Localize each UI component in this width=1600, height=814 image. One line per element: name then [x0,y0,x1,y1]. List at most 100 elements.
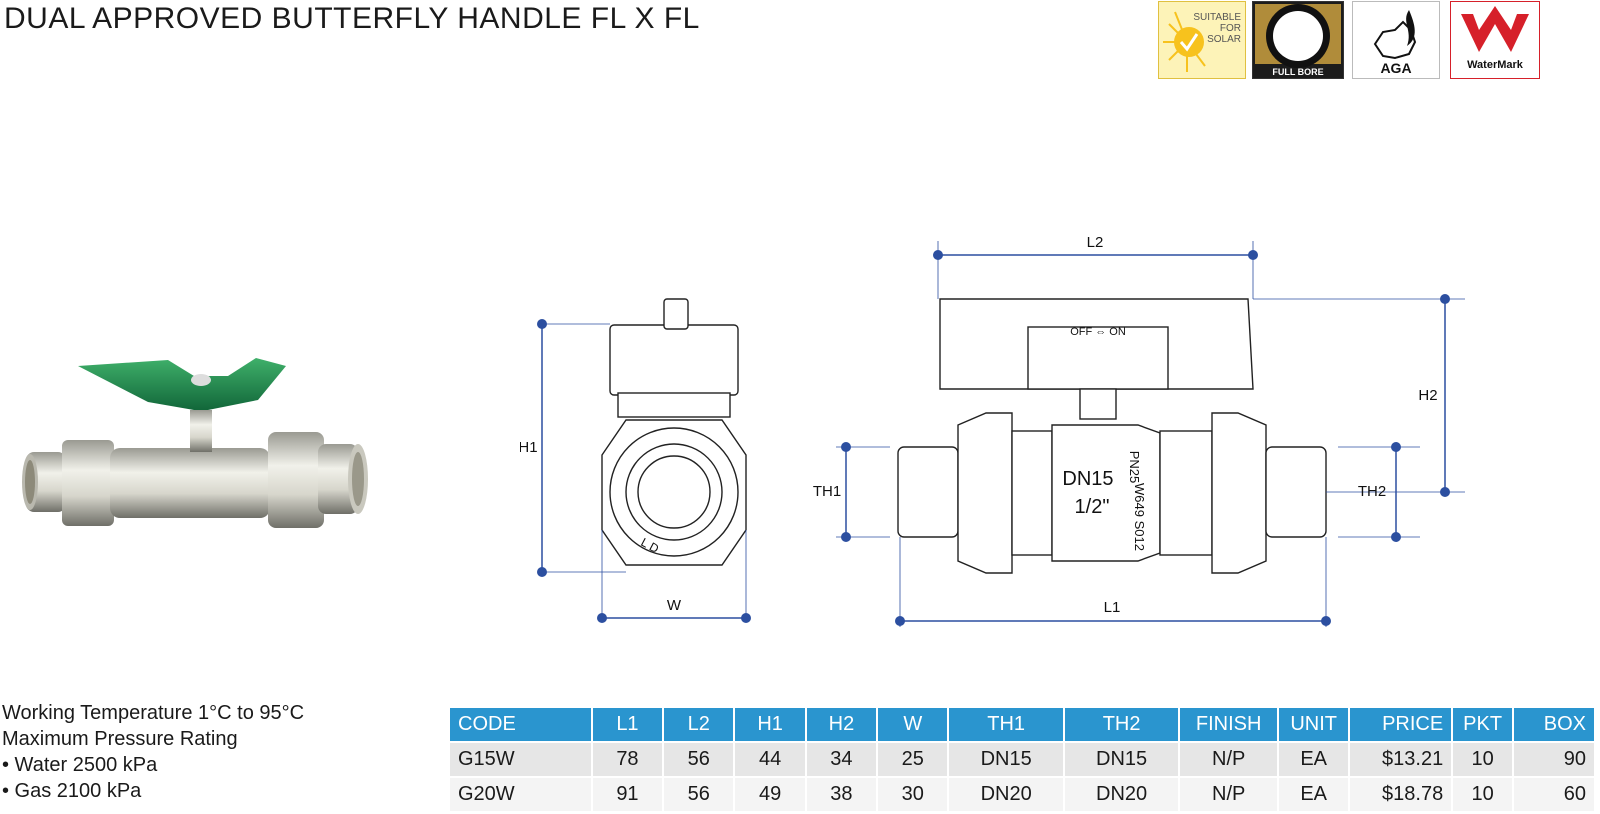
h1-bottom-dot [537,567,547,577]
cell-w: 25 [878,743,948,776]
cell-l1: 91 [592,778,663,811]
th2-label: TH2 [1358,483,1386,500]
l1-right-dot [1321,616,1331,626]
cell-price: $18.78 [1350,778,1452,811]
body-pn-marking: PN25 [1127,451,1142,484]
ball-valve-illustration [22,358,368,528]
col-price: PRICE [1350,708,1452,741]
cell-finish: N/P [1180,743,1278,776]
w-left-dot [597,613,607,623]
cell-th2: DN20 [1064,778,1179,811]
cell-l2: 56 [664,778,734,811]
th1-top-dot [841,442,851,452]
cell-w: 30 [878,778,948,811]
th2-top-dot [1391,442,1401,452]
col-h2: H2 [806,708,877,741]
th2-bottom-dot [1391,532,1401,542]
cell-th1: DN15 [949,743,1063,776]
sun-check-icon: SUITABLE FOR SOLAR [1163,11,1241,72]
th1-label: TH1 [813,483,841,500]
solar-badge: SUITABLE FOR SOLAR [1158,1,1246,79]
right-pipe-end [1265,446,1327,538]
w-label: W [667,597,682,614]
l2-left-dot [933,250,943,260]
cell-pkt: 10 [1453,743,1513,776]
h2-bottom-dot [1440,487,1450,497]
h1-label: H1 [520,439,538,456]
aga-badge: AGA [1352,1,1440,79]
handle-top-tab [663,298,689,330]
h2-label: H2 [1418,387,1437,404]
h2-top-dot [1440,294,1450,304]
aga-australia-flame-icon: AGA [1373,10,1417,76]
solar-badge-text-1: SUITABLE [1193,12,1241,23]
stem-front [1079,388,1117,420]
handle-side-view [609,324,739,396]
cell-pkt: 10 [1453,778,1513,811]
cell-box: 60 [1514,778,1594,811]
watermark-logo-icon: WaterMark [1461,6,1529,71]
col-finish: FINISH [1180,708,1278,741]
table-row: G15W 78 56 44 34 25 DN15 DN15 N/P EA $13… [450,743,1594,776]
table-header-row: CODE L1 L2 H1 H2 W TH1 TH2 FINISH UNIT P… [450,708,1594,741]
body-size-marking: 1/2" [1075,496,1110,518]
col-pkt: PKT [1453,708,1513,741]
solar-badge-text-3: SOLAR [1207,34,1241,45]
l2-label: L2 [1087,235,1104,251]
left-union-thread [1011,430,1053,556]
cell-h2: 34 [806,743,877,776]
body-w-marking: W649 S012 [1132,483,1147,551]
right-union-thread [1159,430,1213,556]
col-code: CODE [450,708,591,741]
cell-box: 90 [1514,743,1594,776]
cell-finish: N/P [1180,778,1278,811]
table-row: G20W 91 56 49 38 30 DN20 DN20 N/P EA $18… [450,778,1594,811]
col-w: W [878,708,948,741]
solar-badge-text-2: FOR [1220,23,1241,34]
handle-hub-front [1027,326,1169,390]
cell-code: G20W [450,778,591,811]
right-nut [1211,412,1267,574]
page-title: DUAL APPROVED BUTTERFLY HANDLE FL X FL [4,2,700,35]
cell-l1: 78 [592,743,663,776]
l2-right-dot [1248,250,1258,260]
stem-side-view [617,392,731,418]
left-pipe-end [897,446,959,538]
col-th2: TH2 [1064,708,1179,741]
col-th1: TH1 [949,708,1063,741]
left-nut [957,412,1013,574]
body-dn-marking: DN15 [1062,468,1113,490]
cell-h1: 49 [735,778,805,811]
certification-badges: SUITABLE FOR SOLAR FULL BORE AGA WaterMa… [1158,0,1600,82]
specification-notes: Working Temperature 1°C to 95°C Maximum … [2,700,304,804]
aga-badge-text: AGA [1380,60,1411,76]
cell-l2: 56 [664,743,734,776]
working-temperature: Working Temperature 1°C to 95°C [2,702,305,724]
col-h1: H1 [735,708,805,741]
product-photo [18,340,378,550]
full-bore-ring-icon: FULL BORE [1255,4,1341,77]
h1-top-dot [537,319,547,329]
w-right-dot [741,613,751,623]
port-inner-ring [637,455,711,529]
cell-code: G15W [450,743,591,776]
col-l1: L1 [592,708,663,741]
product-spec-table: CODE L1 L2 H1 H2 W TH1 TH2 FINISH UNIT P… [448,706,1596,813]
cell-th2: DN15 [1064,743,1179,776]
th1-bottom-dot [841,532,851,542]
col-unit: UNIT [1279,708,1349,741]
col-box: BOX [1514,708,1594,741]
full-bore-badge: FULL BORE [1252,1,1344,79]
cell-unit: EA [1279,778,1349,811]
col-l2: L2 [664,708,734,741]
cell-unit: EA [1279,743,1349,776]
cell-th1: DN20 [949,778,1063,811]
full-bore-badge-text: FULL BORE [1272,67,1323,77]
max-pressure-heading: Maximum Pressure Rating [2,728,238,750]
watermark-badge-text: WaterMark [1467,59,1524,71]
water-pressure: • Water 2500 kPa [2,754,158,776]
gas-pressure: • Gas 2100 kPa [2,780,142,802]
watermark-badge: WaterMark [1450,1,1540,79]
